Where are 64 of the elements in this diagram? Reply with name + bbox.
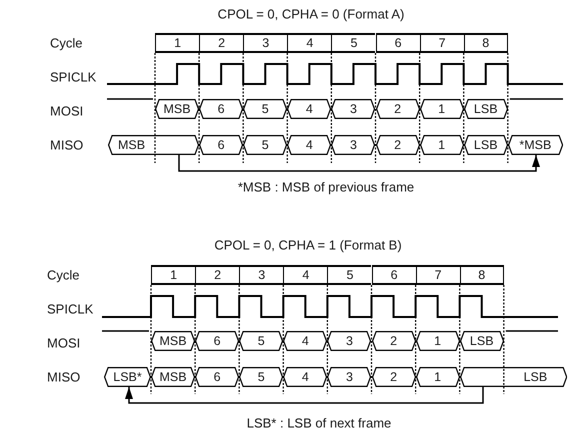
cycle-number-cell: 1 bbox=[151, 265, 196, 285]
data-bit-hexagon: 2 bbox=[372, 367, 416, 387]
data-bit-hexagon: MSB bbox=[151, 367, 196, 387]
data-bit-hexagon: 2 bbox=[376, 135, 420, 155]
data-bit-hexagon: 4 bbox=[287, 135, 332, 155]
data-bit-hexagon: 6 bbox=[195, 367, 240, 387]
cycle-number-cell: 2 bbox=[195, 265, 240, 285]
footnote: *MSB : MSB of previous frame bbox=[238, 180, 414, 194]
footnote: LSB* : LSB of next frame bbox=[246, 416, 392, 430]
data-bit-hexagon: 6 bbox=[195, 331, 240, 351]
cycle-number-cell: 8 bbox=[460, 265, 504, 285]
format-title: CPOL = 0, CPHA = 1 (Format B) bbox=[214, 238, 402, 252]
data-bit-hexagon: LSB bbox=[464, 99, 508, 119]
signal-name: Cycle bbox=[47, 268, 80, 282]
signal-name: SPICLK bbox=[50, 70, 96, 84]
signal-name: MOSI bbox=[50, 104, 84, 118]
signal-name: Cycle bbox=[50, 36, 83, 50]
cycle-number-cell: 3 bbox=[243, 33, 288, 53]
cycle-number-cell: 7 bbox=[416, 265, 460, 285]
data-bit-hexagon: LSB bbox=[460, 331, 504, 351]
data-bit-hexagon: 2 bbox=[372, 331, 416, 351]
cycle-number-cell: 3 bbox=[239, 265, 284, 285]
data-bit-hexagon: MSB bbox=[155, 99, 200, 119]
signal-name: MISO bbox=[47, 370, 80, 384]
cycle-number-cell: 2 bbox=[199, 33, 244, 53]
data-bit-hexagon: MSB bbox=[108, 135, 200, 155]
data-bit-hexagon: 3 bbox=[331, 99, 376, 119]
data-bit-hexagon: 2 bbox=[376, 99, 420, 119]
arrow-connector bbox=[125, 387, 484, 404]
cycle-number-cell: 7 bbox=[420, 33, 464, 53]
data-bit-hexagon: 4 bbox=[283, 367, 328, 387]
signal-name: SPICLK bbox=[47, 302, 94, 316]
data-bit-hexagon: LSB bbox=[464, 135, 508, 155]
data-bit-hexagon: 3 bbox=[331, 135, 376, 155]
cycle-number-cell: 1 bbox=[155, 33, 200, 53]
data-bit-hexagon: 6 bbox=[199, 135, 244, 155]
data-bit-hexagon: 3 bbox=[327, 367, 372, 387]
data-bit-hexagon: LSB bbox=[460, 367, 567, 387]
cycle-number-cell: 4 bbox=[287, 33, 332, 53]
data-bit-hexagon: 1 bbox=[416, 331, 460, 351]
cycle-number-cell: 8 bbox=[464, 33, 508, 53]
data-bit-hexagon: 6 bbox=[199, 99, 244, 119]
cycle-number-cell: 6 bbox=[372, 265, 416, 285]
signal-name: MOSI bbox=[47, 336, 80, 350]
data-bit-hexagon: 1 bbox=[420, 135, 464, 155]
data-bit-hexagon: *MSB bbox=[508, 135, 563, 155]
data-bit-hexagon: MSB bbox=[151, 331, 196, 351]
cycle-number-cell: 5 bbox=[327, 265, 372, 285]
format-title: CPOL = 0, CPHA = 0 (Format A) bbox=[218, 8, 404, 20]
data-bit-hexagon: LSB* bbox=[104, 367, 151, 387]
signal-name: MISO bbox=[50, 138, 84, 152]
data-bit-hexagon: 5 bbox=[239, 367, 284, 387]
data-bit-hexagon: 5 bbox=[243, 135, 288, 155]
data-bit-hexagon: 1 bbox=[420, 99, 464, 119]
data-bit-hexagon: 5 bbox=[243, 99, 288, 119]
data-bit-hexagon: 1 bbox=[416, 367, 460, 387]
data-bit-hexagon: 4 bbox=[287, 99, 332, 119]
cycle-number-cell: 4 bbox=[283, 265, 328, 285]
data-bit-hexagon: 4 bbox=[283, 331, 328, 351]
arrow-connector bbox=[178, 155, 540, 172]
data-bit-hexagon: 3 bbox=[327, 331, 372, 351]
data-bit-hexagon: 5 bbox=[239, 331, 284, 351]
cycle-number-cell: 6 bbox=[376, 33, 420, 53]
cycle-number-cell: 5 bbox=[331, 33, 376, 53]
